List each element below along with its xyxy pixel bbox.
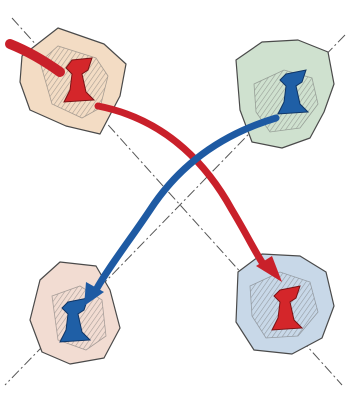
- tile-top-left: [20, 28, 126, 134]
- tile-top-right: [236, 40, 334, 148]
- tile-bottom-right: [236, 254, 334, 354]
